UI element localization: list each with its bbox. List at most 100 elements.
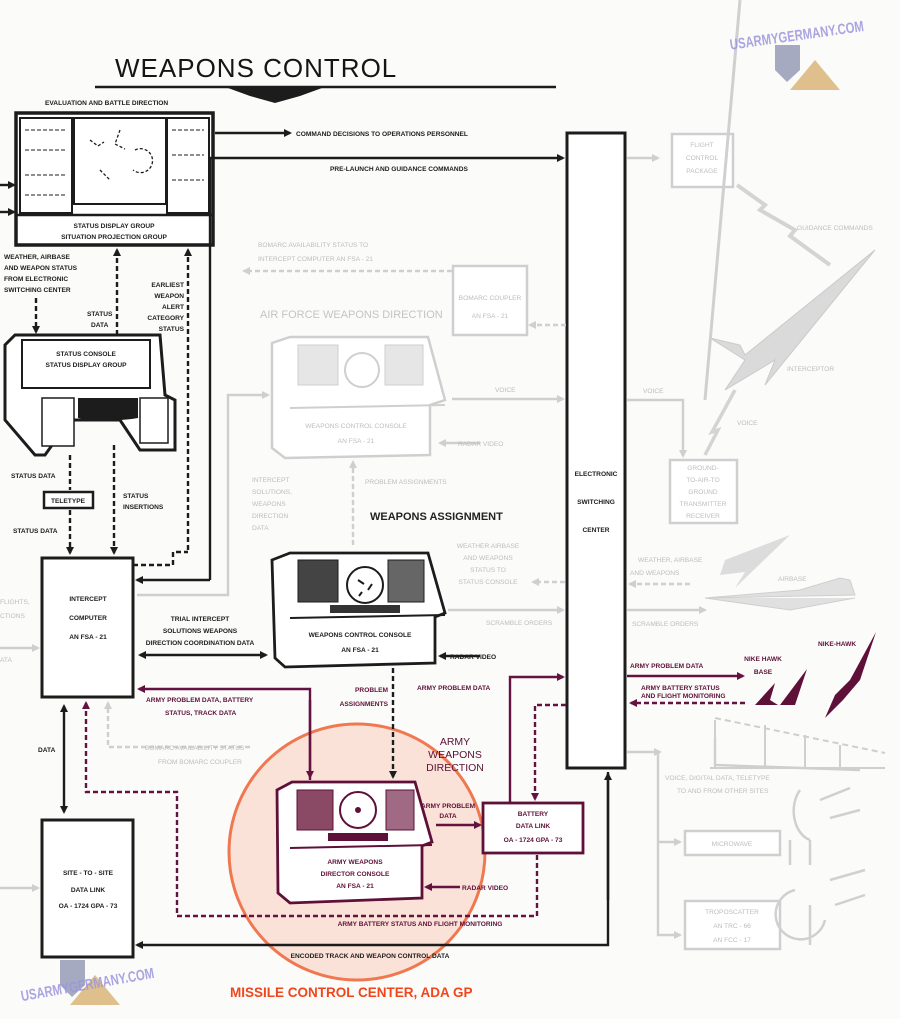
guidance-commands-label: GUIDANCE COMMANDS	[797, 225, 873, 232]
weather-to-console-label: WEATHER AIRBASE AND WEAPONS STATUS TO ST…	[457, 543, 520, 586]
ground-to-air-transmitter-box[interactable]: GROUND- TO-AIR-TO GROUND TRANSMITTER REC…	[668, 458, 739, 525]
svg-text:STATUS TO: STATUS TO	[470, 567, 506, 574]
svg-text:ARMY: ARMY	[440, 736, 470, 748]
army-battery-monitoring-label: ARMY BATTERY STATUS AND FLIGHT MONITORIN…	[338, 921, 503, 928]
army-problem-data-label-2: ARMY PROBLEM DATA	[630, 663, 703, 670]
troposcatter-label: TROPOSCATTER	[705, 909, 759, 916]
other-sites-trunk	[656, 752, 682, 939]
army-problem-data-label-3b: DATA	[439, 813, 457, 820]
weapons-console-label: WEAPONS CONTROL CONSOLE	[309, 632, 412, 639]
army-console-model: AN FSA - 21	[336, 883, 374, 890]
svg-text:WEAPONS: WEAPONS	[252, 501, 286, 508]
svg-text:CATEGORY: CATEGORY	[147, 315, 184, 322]
svg-text:BOMARC AVAILABILITY STATUS TO: BOMARC AVAILABILITY STATUS TO	[258, 242, 368, 249]
troposcatter-model-2: AN FCC - 17	[713, 937, 751, 944]
watermark-logo-top: USARMYGERMANY.COM	[729, 18, 865, 90]
guidance-lightning-icon	[735, 183, 832, 267]
svg-text:TRIAL INTERCEPT: TRIAL INTERCEPT	[171, 616, 230, 623]
weapons-control-console[interactable]: WEAPONS CONTROL CONSOLE AN FSA - 21	[270, 551, 447, 669]
svg-text:INTERCEPT: INTERCEPT	[252, 477, 289, 484]
intercept-computer-model: AN FSA - 21	[69, 634, 107, 641]
af-console-model: AN FSA - 21	[338, 438, 375, 445]
prelaunch-label: PRE-LAUNCH AND GUIDANCE COMMANDS	[330, 166, 468, 173]
voice-digital-label: VOICE, DIGITAL DATA, TELETYPE	[665, 775, 770, 782]
battery-label-2: DATA LINK	[516, 823, 551, 830]
svg-text:WEATHER AIRBASE: WEATHER AIRBASE	[457, 543, 520, 550]
army-battery-status-label: ARMY BATTERY STATUS	[641, 685, 720, 692]
svg-text:FROM ELECTRONIC: FROM ELECTRONIC	[4, 276, 68, 283]
troposcatter-model-1: AN TRC - 66	[713, 923, 751, 930]
title-arrow-icon	[228, 88, 322, 103]
troposcatter-box[interactable]: TROPOSCATTER AN TRC - 66 AN FCC - 17	[683, 899, 782, 951]
bomarc-coupler-label: BOMARC COUPLER	[459, 295, 522, 302]
army-problem-battery-label: ARMY PROBLEM DATA, BATTERY STATUS, TRACK…	[146, 697, 254, 717]
esc-label: ELECTRONIC	[575, 471, 618, 478]
intercept-solutions-label: INTERCEPT SOLUTIONS, WEAPONS DIRECTION D…	[252, 477, 292, 532]
site-to-site-data-link-box[interactable]: SITE - TO - SITE DATA LINK OA - 1724 GPA…	[40, 818, 135, 959]
status-console-sublabel: STATUS DISPLAY GROUP	[45, 362, 127, 369]
status-console[interactable]: STATUS CONSOLE STATUS DISPLAY GROUP	[3, 333, 177, 457]
microwave-antenna-icon	[788, 786, 861, 865]
airbase-icon	[704, 577, 856, 611]
site-to-site-label: SITE - TO - SITE	[63, 870, 114, 877]
weapons-assignment-title: WEAPONS ASSIGNMENT	[370, 511, 503, 523]
telephone-poles-icon	[710, 717, 886, 769]
battery-label: BATTERY	[518, 811, 549, 818]
problem-assignments-label-2: ASSIGNMENTS	[340, 701, 389, 708]
intercept-computer-label: INTERCEPT	[69, 596, 106, 603]
gta-label-5: RECEIVER	[686, 513, 720, 520]
gta-label-4: TRANSMITTER	[680, 501, 727, 508]
army-weapons-director-console[interactable]: ARMY WEAPONS DIRECTOR CONSOLE AN FSA - 2…	[275, 780, 434, 905]
svg-text:SOLUTIONS WEAPONS: SOLUTIONS WEAPONS	[163, 628, 238, 635]
nike-hawk-label: NIKE-HAWK	[818, 641, 856, 648]
page-title: WEAPONS CONTROL	[115, 53, 397, 83]
airbase-label: AIRBASE	[778, 576, 807, 583]
voice-digital-label-2: TO AND FROM OTHER SITES	[677, 788, 769, 795]
prelaunch-arrow	[208, 154, 565, 580]
diagram-caption: MISSILE CONTROL CENTER, ADA GP	[230, 985, 473, 1000]
status-insertions-label: STATUS	[123, 493, 149, 500]
svg-text:BOMARC AVAILABILITY STATUS: BOMARC AVAILABILITY STATUS	[145, 745, 245, 752]
svg-text:DIRECTION: DIRECTION	[252, 513, 289, 520]
af-weapons-control-console[interactable]: WEAPONS CONTROL CONSOLE AN FSA - 21	[270, 335, 447, 460]
flight-control-package-box[interactable]: FLIGHT CONTROL PACKAGE	[670, 132, 735, 189]
flight-control-label-2: CONTROL	[686, 155, 719, 162]
battery-status-dashed-arrow	[82, 701, 539, 918]
teletype-label: TELETYPE	[51, 498, 86, 505]
af-voice-label: VOICE	[495, 387, 516, 394]
air-force-section-title: AIR FORCE WEAPONS DIRECTION	[260, 309, 443, 321]
svg-text:STATUS: STATUS	[159, 326, 185, 333]
svg-text:SWITCHING CENTER: SWITCHING CENTER	[4, 287, 71, 294]
battery-model: OA - 1724 GPA - 73	[504, 837, 563, 844]
gta-label-2: TO-AIR-TO	[686, 477, 719, 484]
svg-text:DIRECTION: DIRECTION	[426, 762, 484, 774]
af-radar-video-label: RADAR VIDEO	[458, 441, 503, 448]
cut-label-flights: FLIGHTS,	[0, 599, 30, 606]
status-display-group[interactable]: STATUS DISPLAY GROUP SITUATION PROJECTIO…	[14, 111, 215, 247]
problem-assignments-label: PROBLEM	[355, 687, 388, 694]
teletype-box[interactable]: TELETYPE	[42, 490, 95, 510]
voice-lightning-icon	[703, 389, 737, 456]
svg-text:WEATHER, AIRBASE: WEATHER, AIRBASE	[638, 557, 703, 564]
electronic-switching-center-box[interactable]: ELECTRONIC SWITCHING CENTER	[565, 131, 627, 770]
airbase-aircraft-icon	[720, 535, 790, 588]
earliest-alert-label: EARLIEST WEAPON ALERT CATEGORY STATUS	[147, 282, 184, 333]
svg-text:EARLIEST: EARLIEST	[151, 282, 184, 289]
watermark-logo-bottom: USARMYGERMANY.COM	[20, 960, 155, 1005]
svg-text:ALERT: ALERT	[162, 304, 184, 311]
bomarc-coupler-box[interactable]: BOMARC COUPLER AN FSA - 21	[451, 264, 529, 337]
battery-data-link-box[interactable]: BATTERY DATA LINK OA - 1724 GPA - 73	[481, 801, 585, 855]
army-console-label: ARMY WEAPONS	[327, 859, 383, 866]
svg-text:STATUS CONSOLE: STATUS CONSOLE	[458, 579, 518, 586]
battery-to-esc-arrow	[508, 673, 565, 803]
svg-text:AND WEAPON STATUS: AND WEAPON STATUS	[4, 265, 78, 272]
nike-hawk-missile-icon	[825, 632, 876, 718]
radar-video-label: RADAR VIDEO	[450, 654, 496, 661]
intercept-computer-box[interactable]: INTERCEPT COMPUTER AN FSA - 21	[40, 556, 135, 699]
svg-text:DATA: DATA	[252, 525, 269, 532]
microwave-box[interactable]: MICROWAVE	[683, 829, 782, 857]
encoded-track-label: ENCODED TRACK AND WEAPON CONTROL DATA	[291, 953, 450, 960]
bomarc-coupler-model: AN FSA - 21	[472, 313, 509, 320]
army-problem-data-label-1: ARMY PROBLEM DATA	[417, 685, 490, 692]
